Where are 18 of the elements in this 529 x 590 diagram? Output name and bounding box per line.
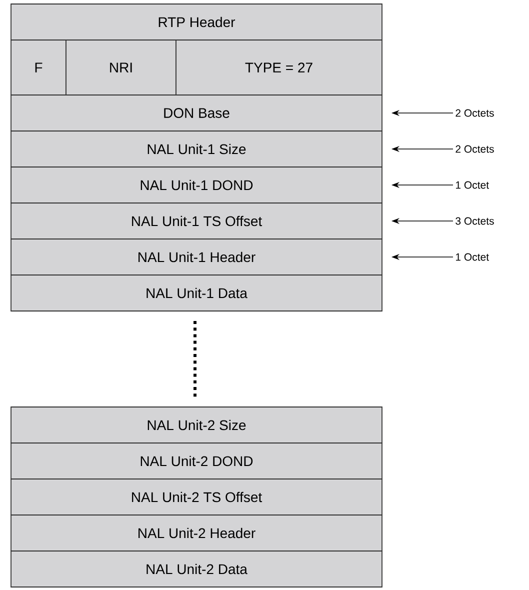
packet-field: NAL Unit-1 Size bbox=[10, 130, 382, 168]
packet-field: NAL Unit-1 TS Offset bbox=[10, 202, 382, 240]
packet-field: NAL Unit-2 TS Offset bbox=[10, 478, 382, 516]
header-field: NRI bbox=[66, 40, 176, 96]
size-label: 2 Octets bbox=[456, 109, 494, 117]
packet-field: NAL Unit-2 Size bbox=[10, 406, 382, 444]
header-field: TYPE = 27 bbox=[176, 40, 382, 96]
packet-field: NAL Unit-2 DOND bbox=[10, 442, 382, 480]
size-label: 1 Octet bbox=[456, 181, 489, 189]
packet-field: NAL Unit-2 Data bbox=[10, 550, 382, 588]
size-label: 3 Octets bbox=[456, 217, 494, 225]
packet-field: NAL Unit-1 Header bbox=[10, 238, 382, 276]
header-field: F bbox=[10, 40, 66, 96]
size-label: 1 Octet bbox=[456, 253, 489, 261]
packet-field: NAL Unit-1 Data bbox=[10, 274, 382, 312]
packet-field: NAL Unit-2 Header bbox=[10, 514, 382, 552]
size-label: 2 Octets bbox=[456, 145, 494, 153]
packet-field: NAL Unit-1 DOND bbox=[10, 166, 382, 204]
